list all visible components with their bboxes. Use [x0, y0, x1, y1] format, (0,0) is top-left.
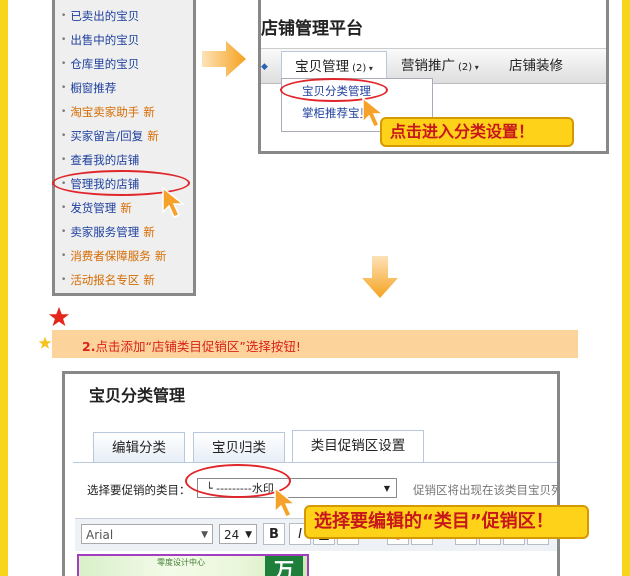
bullet-icon: • [61, 251, 67, 261]
menu-item-label: 买家留言/回复 [70, 129, 144, 143]
size-value: 24 [224, 528, 240, 542]
menu-item[interactable]: •橱窗推荐 [61, 78, 116, 98]
menu-item[interactable]: •发货管理新 [61, 198, 132, 218]
nav-bullet-icon: ◆ [261, 62, 268, 72]
new-badge: 新 [147, 129, 159, 143]
panel-title: 宝贝分类管理 [89, 386, 186, 405]
caret-down-icon: ▼ [201, 530, 208, 540]
new-badge: 新 [143, 225, 155, 239]
font-family-select[interactable]: Arial ▼ [81, 524, 213, 544]
menu-item-label: 已卖出的宝贝 [70, 9, 140, 23]
bullet-icon: • [61, 227, 67, 237]
font-size-select[interactable]: 24 ▼ [219, 524, 257, 544]
menu-item[interactable]: •已卖出的宝贝 [61, 6, 139, 26]
new-badge: 新 [143, 105, 155, 119]
bullet-icon: • [61, 35, 67, 45]
new-badge: 新 [120, 201, 132, 215]
pointer-cursor-icon [362, 96, 386, 128]
nav-tab-label: 店铺装修 [509, 58, 563, 74]
frame-border-right [622, 0, 630, 576]
font-value: Arial [86, 528, 114, 542]
menu-item[interactable]: •活动报名专区新 [61, 270, 155, 290]
italic-icon: I [298, 527, 302, 542]
red-star-icon [48, 306, 70, 327]
tab-item-grouping[interactable]: 宝贝归类 [193, 432, 285, 462]
menu-item[interactable]: •仓库里的宝贝 [61, 54, 139, 74]
step-instruction: 2.点击添加“店铺类目促销区”选择按钮! [82, 336, 301, 355]
manage-store-highlight-ellipse [52, 170, 190, 196]
nav-tab-marketing[interactable]: 营销推广(2) ▾ [401, 51, 479, 81]
tab-divider [73, 462, 557, 463]
caret-down-icon: ▼ [245, 530, 252, 540]
nav-tab-label: 营销推广 [401, 58, 455, 74]
step-number: 2. [82, 339, 96, 354]
bullet-icon: • [61, 83, 67, 93]
new-badge: 新 [154, 249, 167, 263]
bullet-icon: • [61, 275, 67, 285]
menu-item[interactable]: •消费者保障服务新 [61, 246, 166, 266]
bullet-icon: • [61, 131, 67, 141]
promo-note: 促销区将出现在该类目宝贝列 [413, 483, 560, 497]
tab-edit-category[interactable]: 编辑分类 [93, 432, 185, 462]
frame-border-left [0, 0, 8, 576]
step-text: 点击添加“店铺类目促销区”选择按钮! [95, 339, 301, 354]
menu-item[interactable]: •淘宝卖家助手新 [61, 102, 155, 122]
nav-tab-item-management[interactable]: 宝贝管理(2) ▾ [281, 51, 387, 82]
menu-item-label: 查看我的店铺 [70, 153, 140, 167]
menu-item-label: 仓库里的宝贝 [70, 57, 140, 71]
banner-character: 万 [265, 556, 303, 576]
category-select-highlight-ellipse [185, 464, 291, 498]
category-management-panel: 宝贝分类管理 编辑分类 宝贝归类 类目促销区设置 选择要促销的类目： └ ---… [62, 371, 560, 576]
dropdown-item-recommended[interactable]: 掌柜推荐宝贝 [302, 106, 371, 120]
caret-down-icon: ▾ [366, 64, 373, 73]
menu-item-label: 橱窗推荐 [70, 81, 117, 95]
menu-item-label: 活动报名专区 [70, 273, 140, 287]
menu-item[interactable]: •查看我的店铺 [61, 150, 139, 170]
promo-banner-image: 零度设计中心 万 [77, 554, 309, 576]
pointer-cursor-icon [162, 186, 186, 218]
callout-select-category-promo: 选择要编辑的“类目”促销区！ [304, 505, 589, 539]
arrow-down-icon [362, 256, 398, 298]
seller-menu-panel: •已卖出的宝贝•出售中的宝贝•仓库里的宝贝•橱窗推荐•淘宝卖家助手新•买家留言/… [52, 0, 196, 296]
menu-item-label: 消费者保障服务 [70, 249, 151, 263]
arrow-right-icon [202, 41, 246, 77]
bullet-icon: • [61, 59, 67, 69]
menu-item[interactable]: •卖家服务管理新 [61, 222, 155, 242]
nav-tab-decoration[interactable]: 店铺装修 [509, 51, 563, 81]
caret-down-icon: ▾ [472, 63, 479, 72]
nav-tab-count: (2) [458, 62, 473, 73]
platform-title: 店铺管理平台 [261, 19, 363, 39]
category-select-label: 选择要促销的类目： [87, 483, 191, 497]
step-banner [52, 330, 578, 358]
nav-tab-label: 宝贝管理 [295, 59, 350, 75]
nav-tab-count: (2) [352, 63, 367, 74]
banner-brand-text: 零度设计中心 [157, 558, 205, 567]
bullet-icon: • [61, 155, 67, 165]
category-management-highlight-ellipse [280, 78, 388, 102]
tab-category-promo-settings[interactable]: 类目促销区设置 [292, 430, 424, 462]
menu-item-label: 卖家服务管理 [70, 225, 140, 239]
bold-button[interactable]: B [263, 523, 285, 545]
menu-item-label: 出售中的宝贝 [70, 33, 140, 47]
bullet-icon: • [61, 11, 67, 21]
menu-item[interactable]: •买家留言/回复新 [61, 126, 159, 146]
menu-item[interactable]: •出售中的宝贝 [61, 30, 139, 50]
callout-enter-category-settings: 点击进入分类设置！ [380, 117, 574, 147]
caret-down-icon: ▼ [383, 484, 390, 493]
new-badge: 新 [143, 273, 155, 287]
menu-item-label: 淘宝卖家助手 [70, 105, 140, 119]
pointer-cursor-icon [274, 486, 298, 518]
yellow-star-icon [38, 336, 52, 349]
bullet-icon: • [61, 203, 67, 213]
menu-item-label: 发货管理 [70, 201, 117, 215]
bullet-icon: • [61, 107, 67, 117]
